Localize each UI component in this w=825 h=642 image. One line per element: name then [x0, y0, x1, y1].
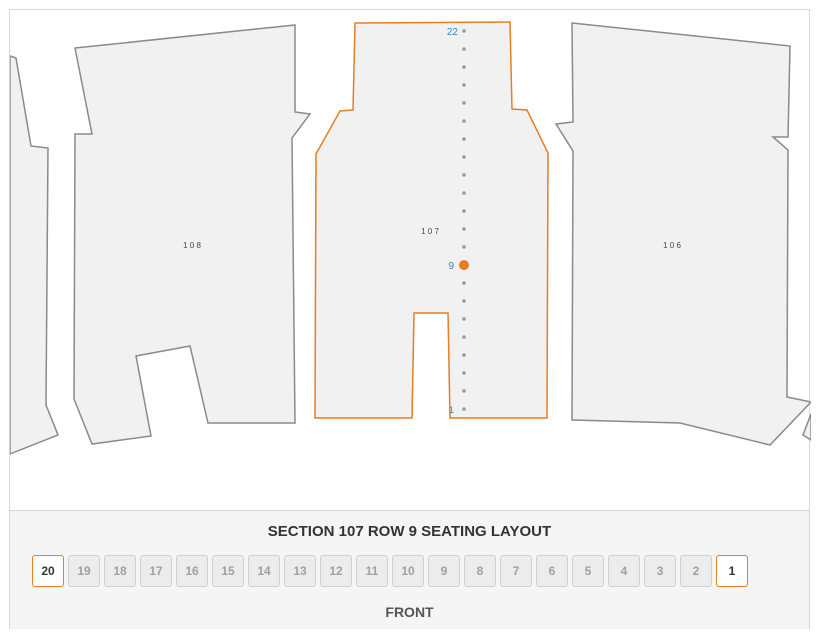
row-dot[interactable] — [462, 371, 466, 375]
front-label: FRONT — [385, 604, 434, 620]
section-partial-right[interactable] — [802, 413, 811, 441]
row-dot[interactable] — [462, 389, 466, 393]
section-label-107: 1 0 7 — [421, 227, 439, 236]
seat-button[interactable]: 18 — [104, 555, 136, 587]
seating-layout-panel: SECTION 107 ROW 9 SEATING LAYOUT 20 19 1… — [10, 510, 809, 629]
seat-button[interactable]: 10 — [392, 555, 424, 587]
row-label-top: 22 — [447, 27, 459, 38]
section-108[interactable] — [73, 24, 312, 445]
row-dot[interactable] — [462, 65, 466, 69]
selected-row-marker[interactable] — [459, 260, 469, 270]
section-107[interactable] — [314, 21, 549, 419]
row-dot[interactable] — [462, 353, 466, 357]
seat-button[interactable]: 19 — [68, 555, 100, 587]
row-dot[interactable] — [462, 119, 466, 123]
row-dot[interactable] — [462, 155, 466, 159]
section-106[interactable] — [554, 22, 811, 446]
seat-button[interactable]: 5 — [572, 555, 604, 587]
row-dot[interactable] — [462, 173, 466, 177]
seat-button[interactable]: 7 — [500, 555, 532, 587]
seat-button[interactable]: 16 — [176, 555, 208, 587]
seat-button[interactable]: 3 — [644, 555, 676, 587]
section-label-106: 1 0 6 — [663, 241, 681, 250]
seat-button[interactable]: 20 — [32, 555, 64, 587]
row-dot[interactable] — [462, 299, 466, 303]
section-label-108: 1 0 8 — [183, 241, 201, 250]
layout-title: SECTION 107 ROW 9 SEATING LAYOUT — [267, 523, 552, 540]
row-dot[interactable] — [462, 83, 466, 87]
venue-map: 1 0 8 1 0 7 1 0 6 22 9 1 — [10, 10, 811, 510]
seat-button[interactable]: 14 — [248, 555, 280, 587]
seat-map-frame: 1 0 8 1 0 7 1 0 6 22 9 1 SECTION 107 ROW… — [9, 9, 811, 629]
seat-row: 20 19 18 17 16 15 14 13 12 11 10 9 8 7 6… — [32, 555, 748, 587]
seat-button[interactable]: 11 — [356, 555, 388, 587]
seat-button[interactable]: 4 — [608, 555, 640, 587]
seat-button[interactable]: 9 — [428, 555, 460, 587]
row-seat-dots — [462, 29, 466, 411]
row-dot[interactable] — [462, 137, 466, 141]
row-dot[interactable] — [462, 101, 466, 105]
row-dot[interactable] — [462, 281, 466, 285]
seat-button[interactable]: 13 — [284, 555, 316, 587]
section-partial-left[interactable] — [10, 55, 59, 455]
seat-map-svg: 1 0 8 1 0 7 1 0 6 22 9 1 — [10, 21, 811, 455]
seat-button[interactable]: 1 — [716, 555, 748, 587]
row-dot[interactable] — [462, 209, 466, 213]
row-label-selected: 9 — [448, 261, 454, 272]
row-dot[interactable] — [462, 317, 466, 321]
row-label-bottom: 1 — [449, 405, 454, 415]
seat-button[interactable]: 12 — [320, 555, 352, 587]
seat-button[interactable]: 8 — [464, 555, 496, 587]
row-dot[interactable] — [462, 47, 466, 51]
seat-button[interactable]: 15 — [212, 555, 244, 587]
seat-button[interactable]: 6 — [536, 555, 568, 587]
seat-button[interactable]: 17 — [140, 555, 172, 587]
row-dot[interactable] — [462, 407, 466, 411]
row-dot[interactable] — [462, 191, 466, 195]
row-dot[interactable] — [462, 227, 466, 231]
row-dot[interactable] — [462, 335, 466, 339]
seat-button[interactable]: 2 — [680, 555, 712, 587]
row-dot[interactable] — [462, 29, 466, 33]
row-dot[interactable] — [462, 245, 466, 249]
